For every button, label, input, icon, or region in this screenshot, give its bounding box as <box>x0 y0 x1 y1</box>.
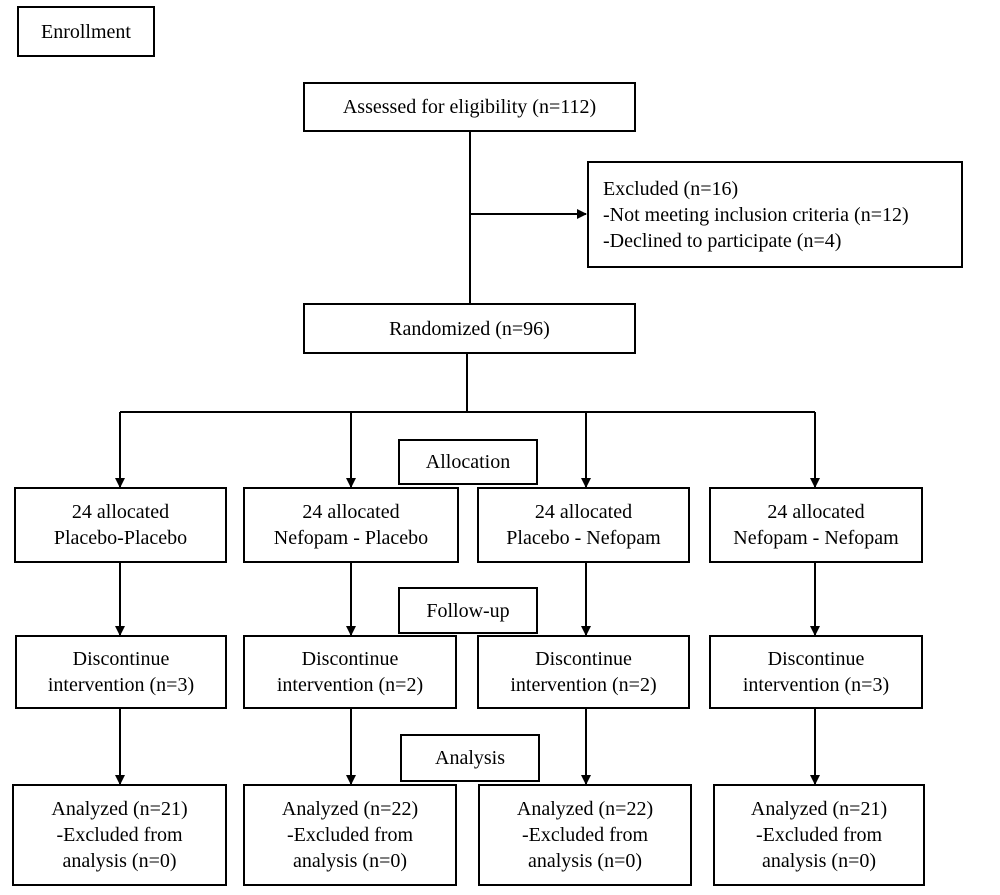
an-box-4-line2: -Excluded from <box>755 824 883 846</box>
alloc-box-2-line2: Nefopam - Placebo <box>273 527 429 549</box>
excluded-box: Excluded (n=16) -Not meeting inclusion c… <box>587 161 963 268</box>
randomized-text: Randomized (n=96) <box>389 317 550 340</box>
alloc-box-3: 24 allocated Placebo - Nefopam <box>477 487 690 563</box>
randomized-box: Randomized (n=96) <box>303 303 636 354</box>
stage-label-analysis-text: Analysis <box>435 747 505 769</box>
disc-box-2-line2: intervention (n=2) <box>276 674 424 696</box>
stage-label-allocation: Allocation <box>398 439 538 485</box>
excluded-reason-1: -Not meeting inclusion criteria (n=12) <box>603 203 909 226</box>
an-box-3-line3: analysis (n=0) <box>527 850 643 872</box>
alloc-box-3-line1: 24 allocated <box>534 501 633 523</box>
disc-box-4-line2: intervention (n=3) <box>742 674 890 696</box>
stage-label-followup-text: Follow-up <box>426 599 510 622</box>
an-box-1-line2: -Excluded from <box>56 824 183 846</box>
disc-box-2-line1: Discontinue <box>301 648 399 670</box>
excluded-title: Excluded (n=16) <box>603 177 739 200</box>
an-box-3: Analyzed (n=22) -Excluded from analysis … <box>478 784 692 886</box>
alloc-box-1: 24 allocated Placebo-Placebo <box>14 487 227 563</box>
alloc-box-2: 24 allocated Nefopam - Placebo <box>243 487 459 563</box>
an-box-1-line1: Analyzed (n=21) <box>51 798 188 820</box>
disc-box-4: Discontinue intervention (n=3) <box>709 635 923 709</box>
an-box-4-line1: Analyzed (n=21) <box>750 798 888 820</box>
alloc-box-3-line2: Placebo - Nefopam <box>506 527 661 549</box>
assessed-text: Assessed for eligibility (n=112) <box>342 96 597 118</box>
disc-box-1-line2: intervention (n=3) <box>47 674 195 696</box>
an-box-2: Analyzed (n=22) -Excluded from analysis … <box>243 784 457 886</box>
disc-box-3: Discontinue intervention (n=2) <box>477 635 690 709</box>
alloc-box-4: 24 allocated Nefopam - Nefopam <box>709 487 923 563</box>
disc-box-2: Discontinue intervention (n=2) <box>243 635 457 709</box>
stage-label-followup: Follow-up <box>398 587 538 634</box>
an-box-1-line3: analysis (n=0) <box>62 850 177 872</box>
stage-label-enrollment: Enrollment <box>17 6 155 57</box>
alloc-box-4-line1: 24 allocated <box>767 501 865 523</box>
alloc-box-4-line2: Nefopam - Nefopam <box>733 527 899 549</box>
an-box-4: Analyzed (n=21) -Excluded from analysis … <box>713 784 925 886</box>
stage-label-enrollment-text: Enrollment <box>41 20 131 43</box>
alloc-box-2-line1: 24 allocated <box>302 501 400 523</box>
an-box-1: Analyzed (n=21) -Excluded from analysis … <box>12 784 227 886</box>
stage-label-allocation-text: Allocation <box>425 451 511 473</box>
excluded-reason-2: -Declined to participate (n=4) <box>603 229 842 252</box>
alloc-box-1-line2: Placebo-Placebo <box>53 527 188 549</box>
an-box-2-line3: analysis (n=0) <box>292 850 408 872</box>
an-box-4-line3: analysis (n=0) <box>761 850 877 872</box>
stage-label-analysis: Analysis <box>400 734 540 782</box>
alloc-box-1-line1: 24 allocated <box>71 501 170 523</box>
an-box-2-line1: Analyzed (n=22) <box>281 798 419 820</box>
disc-box-4-line1: Discontinue <box>767 648 865 670</box>
disc-box-3-line1: Discontinue <box>535 648 632 670</box>
disc-box-1: Discontinue intervention (n=3) <box>15 635 227 709</box>
an-box-2-line2: -Excluded from <box>286 824 414 846</box>
an-box-3-line2: -Excluded from <box>521 824 649 846</box>
an-box-3-line1: Analyzed (n=22) <box>516 798 654 820</box>
disc-box-1-line1: Discontinue <box>72 648 170 670</box>
assessed-box: Assessed for eligibility (n=112) <box>303 82 636 132</box>
disc-box-3-line2: intervention (n=2) <box>510 674 657 696</box>
